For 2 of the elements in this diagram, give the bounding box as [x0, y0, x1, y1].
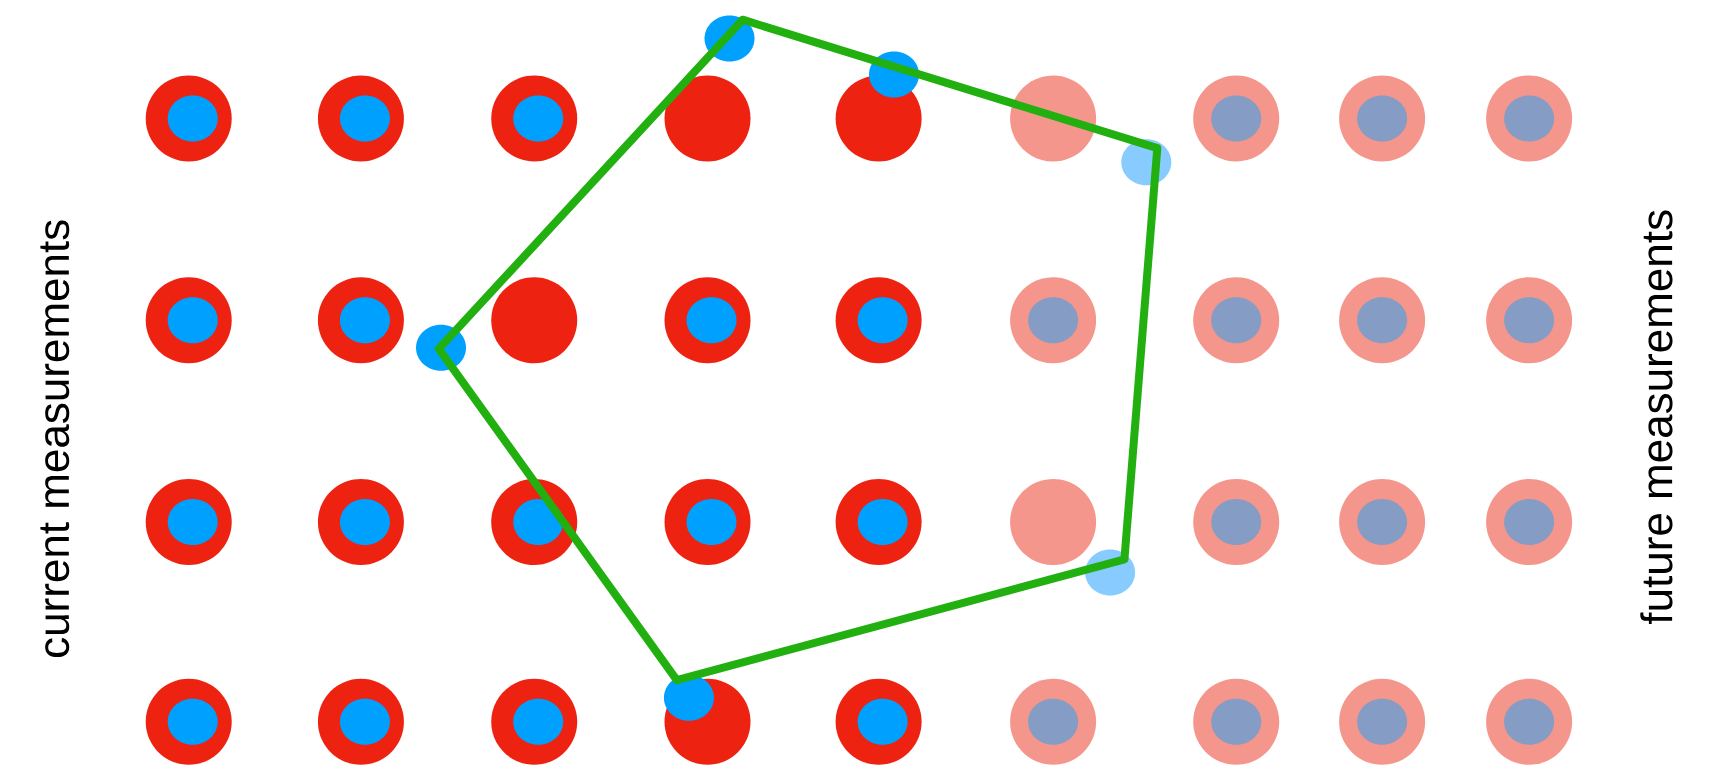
axis-label: future measurements [1640, 210, 1673, 625]
axis-label: current measurements [40, 220, 70, 657]
